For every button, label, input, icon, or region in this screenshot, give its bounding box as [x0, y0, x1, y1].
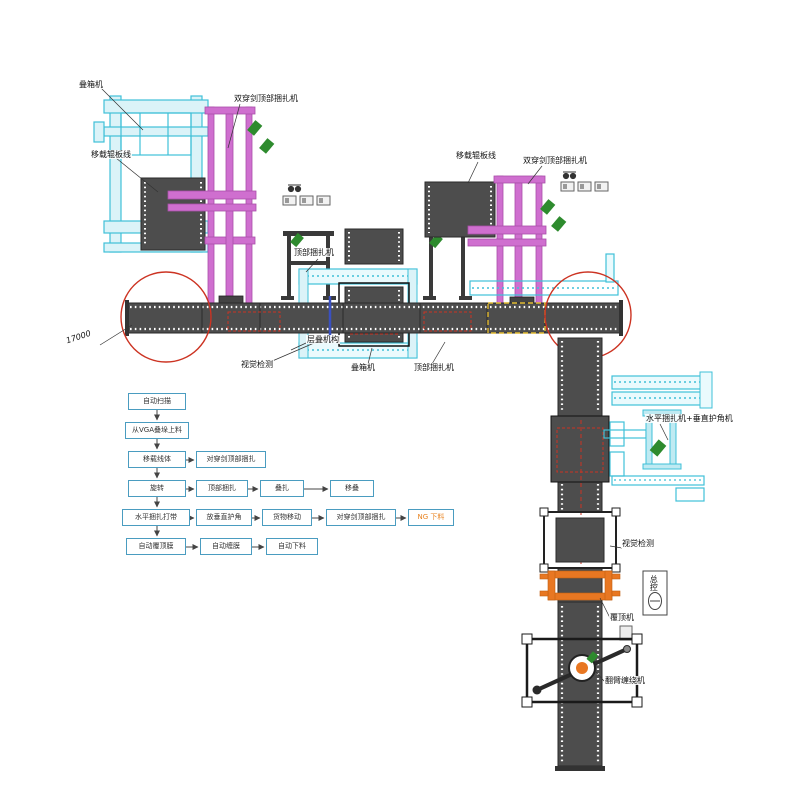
- horizontal-strapper-corner-machine: [603, 371, 713, 502]
- flow-node-transfer-line: 移载线体: [128, 451, 186, 468]
- strap-head-icon: [290, 232, 304, 248]
- top-strapper-frame-2: [423, 231, 472, 300]
- cap-film-machine: [539, 570, 621, 601]
- flowchart-arrows: [154, 410, 407, 550]
- label-transfer-topleft: 移载辊板线: [90, 150, 132, 160]
- arm-wrapping-machine: [521, 633, 643, 708]
- flow-node-top-strap: 顶部捆扎: [196, 480, 248, 497]
- flow-node-dual-strap-2: 对穿剑顶部捆扎: [326, 509, 396, 526]
- label-cap-machine: 覆顶机: [609, 613, 635, 623]
- label-vision-center: 视觉检测: [240, 360, 274, 370]
- label-top-strapper-center: 顶部捆扎机: [293, 248, 335, 258]
- label-top-strapper-center2: 顶部捆扎机: [413, 363, 455, 373]
- label-stacker-topleft: 叠箱机: [78, 80, 104, 90]
- label-arm-wrapper: 翻臂缠绕机: [604, 676, 646, 686]
- flow-node-dual-strap: 对穿剑顶部捆扎: [196, 451, 266, 468]
- horizontal-strapper-box-right: [550, 415, 625, 483]
- transfer-roller-table-topleft: [140, 177, 206, 251]
- control-tag-boxes-left: [282, 195, 331, 206]
- label-transfer-topright: 移载辊板线: [455, 151, 497, 161]
- flow-node-corner-guard: 放垂直护角: [196, 509, 252, 526]
- master-control-console: [642, 570, 668, 616]
- cart-icon: [562, 171, 577, 180]
- flow-node-vga-load: 从VGA叠垛上料: [125, 422, 189, 439]
- label-stacker-center: 叠箱机: [350, 363, 376, 373]
- label-dual-strapper-topright: 双穿剑顶部捆扎机: [522, 156, 588, 166]
- control-tag-boxes-right: [560, 181, 609, 192]
- label-master-control: 总控: [649, 575, 659, 591]
- cyan-connector-topright: [469, 253, 619, 296]
- flow-node-cargo-move: 货物移动: [262, 509, 312, 526]
- flow-node-ng-unload: NG 下料: [408, 509, 454, 526]
- label-dual-strapper-topleft: 双穿剑顶部捆扎机: [233, 94, 299, 104]
- strap-head-icon: [247, 120, 275, 154]
- stack-buffer-box-center: [344, 228, 404, 265]
- flow-node-horizontal-strap: 水平捆扎打带: [122, 509, 190, 526]
- cart-icon: [287, 184, 302, 193]
- flow-node-stack: 叠扎: [260, 480, 304, 497]
- pallet-position-markers: [227, 311, 472, 332]
- flow-node-wrap-film: 自动缠膜: [200, 538, 252, 555]
- strap-head-icon: [540, 199, 567, 232]
- flow-node-cap-film: 自动覆顶膜: [126, 538, 186, 555]
- label-layer-mechanism: 层叠机构: [306, 335, 340, 345]
- flow-node-move-stack: 移叠: [330, 480, 374, 497]
- flow-node-rotate: 旋转: [128, 480, 186, 497]
- label-vision-right: 视觉检测: [621, 539, 655, 549]
- dual-sword-strapper-topleft: [167, 106, 257, 304]
- label-horizontal-strapper-corner: 水平捆扎机+垂直护角机: [645, 414, 734, 424]
- vision-inspection-frame: [539, 507, 621, 573]
- flow-node-auto-unload: 自动下料: [266, 538, 318, 555]
- flow-node-auto-scan: 自动扫描: [128, 393, 186, 410]
- conveyor-vertical: [555, 337, 605, 771]
